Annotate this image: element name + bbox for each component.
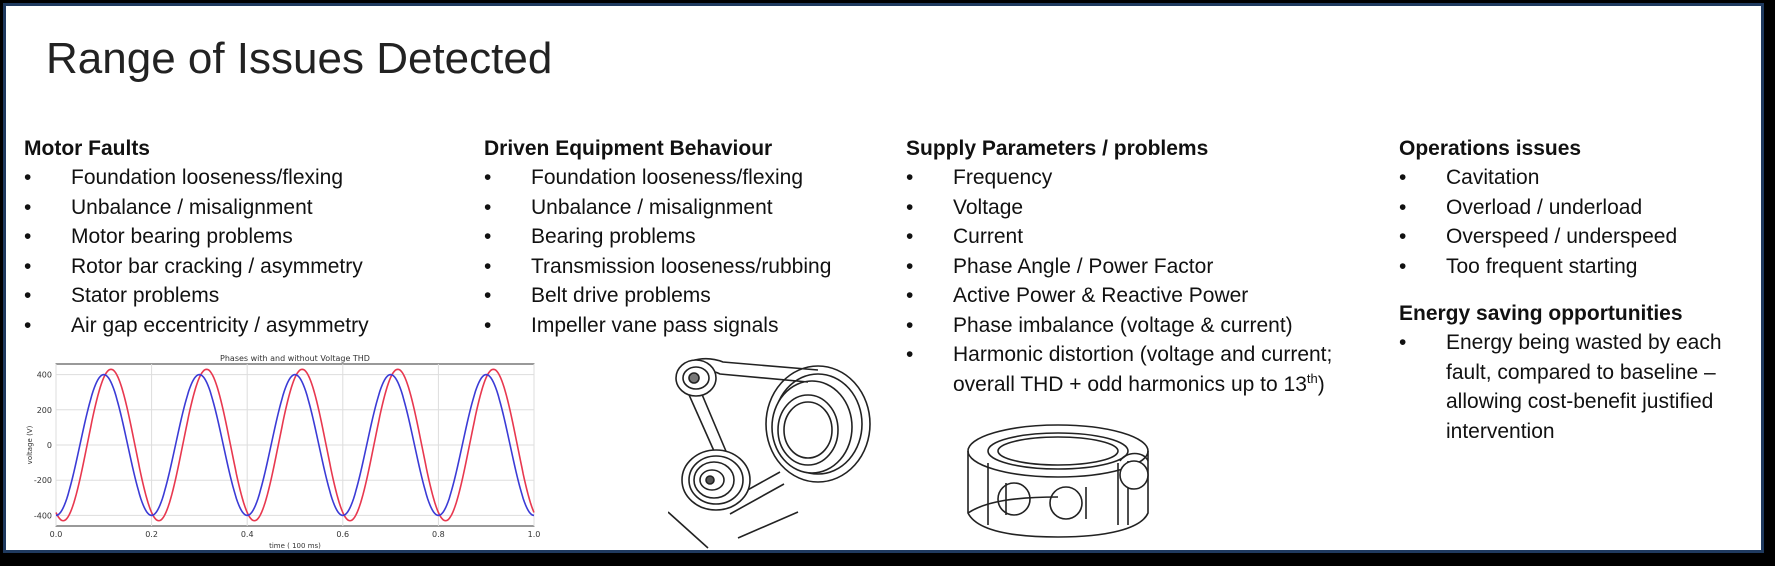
list-item: •Frequency — [906, 166, 1053, 189]
belt-drive-icon — [667, 357, 871, 549]
motor-faults-heading: Motor Faults — [24, 137, 150, 160]
driven-equipment-list: •Foundation looseness/flexing •Unbalance… — [484, 163, 884, 340]
list-item: •Rotor bar cracking / asymmetry — [24, 254, 363, 278]
list-item: •Too frequent starting — [1399, 254, 1638, 278]
operations-list: •Cavitation •Overload / underload •Overs… — [1399, 163, 1754, 281]
y-axis-label: voltage (V) — [26, 425, 34, 464]
list-item: •Overspeed / underspeed — [1399, 225, 1678, 248]
list-item: •Cavitation — [1399, 166, 1540, 189]
voltage-waveform-chart: 0.0 0.2 0.4 0.6 0.8 1.0 400 200 0 -200 -400 Phases … — [24, 350, 564, 550]
list-item: •Unbalance / misalignment — [484, 195, 773, 219]
operations-heading: Operations issues — [1399, 137, 1582, 160]
chart-svg: 0.0 0.2 0.4 0.6 0.8 1.0 400 200 0 -200 -400 Phases … — [26, 354, 541, 550]
bearing-illustration — [966, 421, 1156, 539]
list-item: •Phase imbalance (voltage & current) — [906, 313, 1293, 337]
list-item: •Overload / underload — [1399, 195, 1643, 219]
y-tick-label: 200 — [37, 406, 52, 415]
operations-column: Operations issues •Cavitation •Overload … — [1399, 134, 1754, 446]
list-item: •Impeller vane pass signals — [484, 313, 779, 337]
list-item: •Bearing problems — [484, 225, 696, 248]
energy-saving-list: •Energy being wasted by each fault, comp… — [1399, 328, 1754, 446]
x-tick-label: 1.0 — [528, 530, 541, 539]
slide-title: Range of Issues Detected — [46, 34, 553, 83]
y-tick-label: 0 — [47, 441, 52, 450]
chart-title: Phases with and without Voltage THD — [220, 354, 370, 363]
x-tick-label: 0.0 — [50, 530, 63, 539]
list-item: •Transmission looseness/rubbing — [484, 254, 832, 278]
driven-equipment-heading: Driven Equipment Behaviour — [484, 137, 773, 160]
list-item: •Foundation looseness/flexing — [484, 166, 804, 189]
driven-equipment-column: Driven Equipment Behaviour •Foundation l… — [484, 134, 884, 340]
list-item: •Harmonic distortion (voltage and curren… — [906, 343, 1333, 396]
y-tick-label: 400 — [37, 371, 52, 380]
list-item: •Belt drive problems — [484, 284, 711, 307]
list-item: •Energy being wasted by each fault, comp… — [1399, 331, 1722, 443]
list-item: •Active Power & Reactive Power — [906, 284, 1249, 307]
series-line-0 — [55, 368, 535, 522]
supply-parameters-heading: Supply Parameters / problems — [906, 137, 1209, 160]
list-item: •Phase Angle / Power Factor — [906, 254, 1214, 278]
list-item: •Air gap eccentricity / asymmetry — [24, 313, 369, 337]
belt-drive-illustration — [667, 352, 878, 550]
motor-faults-list: •Foundation looseness/flexing •Unbalance… — [24, 163, 424, 340]
list-item: •Current — [906, 225, 1024, 248]
list-item: •Foundation looseness/flexing — [24, 166, 344, 189]
slide: Range of Issues Detected Motor Faults •F… — [3, 3, 1764, 553]
y-tick-label: -200 — [34, 476, 52, 485]
energy-saving-heading: Energy saving opportunities — [1399, 302, 1683, 325]
supply-parameters-column: Supply Parameters / problems •Frequency … — [906, 134, 1376, 399]
x-axis-label: time ( 100 ms) — [269, 542, 321, 550]
x-tick-label: 0.8 — [432, 530, 445, 539]
series-line-1 — [55, 373, 535, 517]
x-tick-label: 0.6 — [336, 530, 349, 539]
x-tick-label: 0.2 — [145, 530, 158, 539]
ball-bearing-icon — [967, 424, 1149, 538]
y-tick-label: -400 — [34, 511, 52, 520]
motor-faults-column: Motor Faults •Foundation looseness/flexi… — [24, 134, 424, 340]
list-item: •Voltage — [906, 195, 1024, 219]
list-item: •Motor bearing problems — [24, 225, 293, 248]
energy-saving-block: Energy saving opportunities •Energy bein… — [1399, 299, 1754, 446]
supply-parameters-list: •Frequency •Voltage •Current •Phase Angl… — [906, 163, 1376, 399]
list-item: •Stator problems — [24, 284, 220, 307]
x-tick-label: 0.4 — [241, 530, 254, 539]
list-item: •Unbalance / misalignment — [24, 195, 313, 219]
